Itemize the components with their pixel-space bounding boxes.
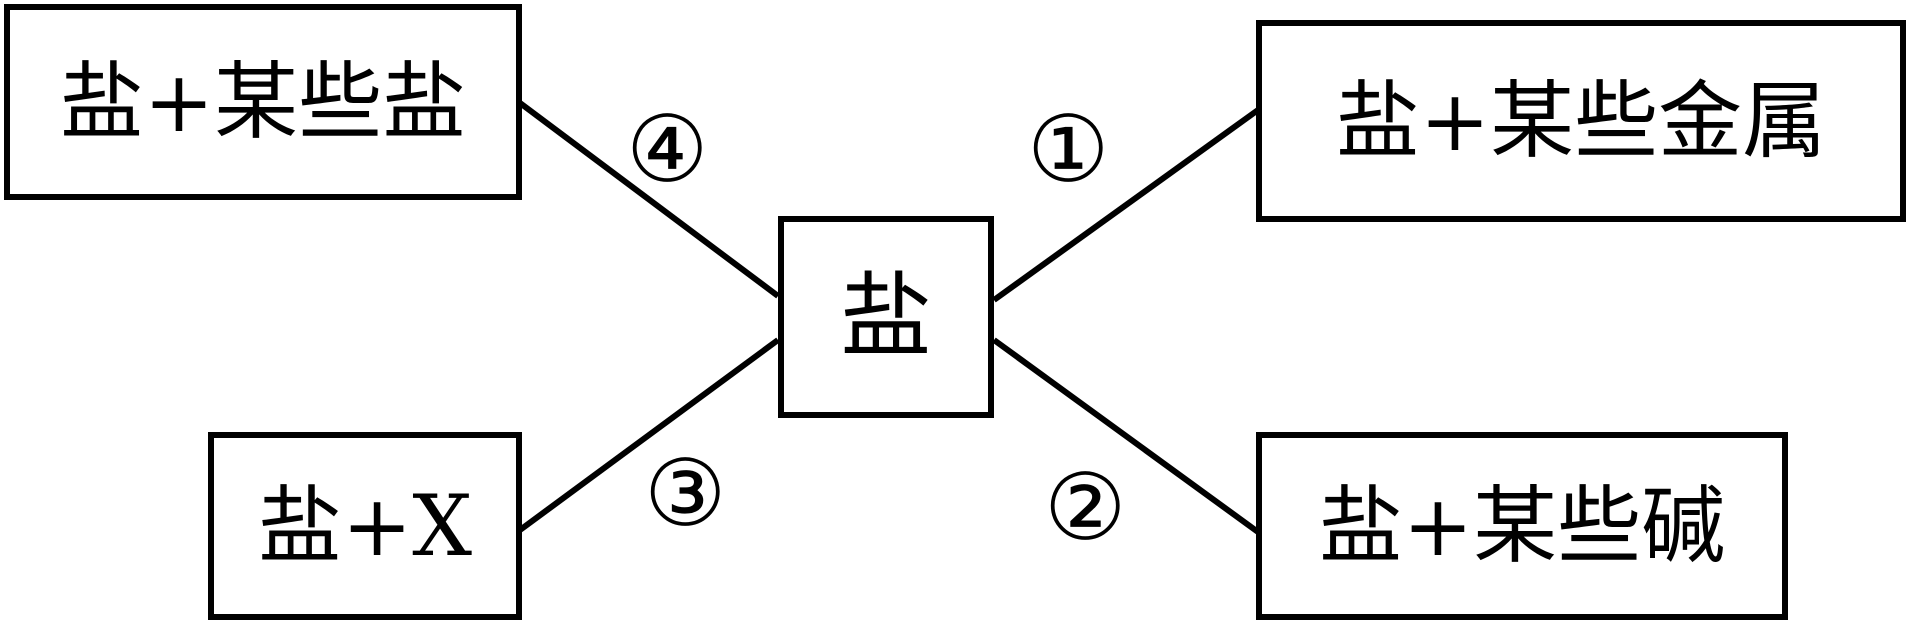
node-top-left-label: 盐+某些盐 [59, 53, 467, 151]
connector-bottom-left [518, 337, 780, 533]
node-center: 盐 [778, 216, 994, 418]
marker-2: ② [1044, 454, 1127, 561]
connector-bottom-right [992, 337, 1260, 535]
marker-4: ④ [626, 96, 709, 203]
node-bottom-left-label: 盐+X [257, 477, 473, 575]
node-center-label: 盐 [839, 263, 932, 370]
node-bottom-right: 盐+某些碱 [1256, 432, 1788, 620]
node-bottom-right-label: 盐+某些碱 [1318, 477, 1726, 575]
marker-1: ① [1027, 96, 1110, 203]
node-top-right: 盐+某些金属 [1256, 20, 1906, 222]
connector-top-left [518, 100, 780, 299]
marker-3: ③ [644, 440, 727, 547]
node-bottom-left: 盐+X [208, 432, 522, 620]
node-top-left: 盐+某些盐 [4, 4, 522, 200]
connector-top-right [992, 107, 1260, 303]
node-top-right-label: 盐+某些金属 [1335, 72, 1827, 170]
